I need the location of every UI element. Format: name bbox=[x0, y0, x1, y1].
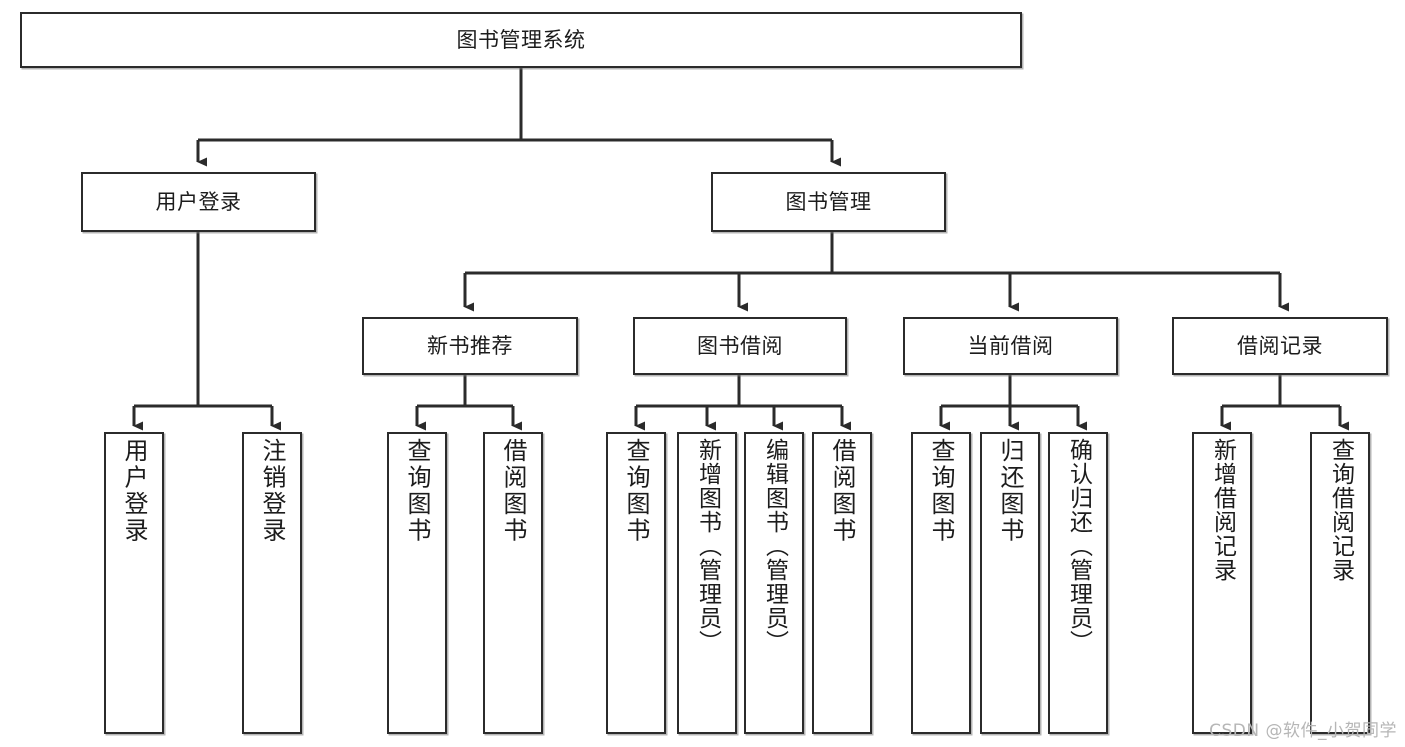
leaf-borrow-record-query[interactable]: 查询借阅记录 bbox=[1310, 432, 1370, 734]
node-new-book-recommend[interactable]: 新书推荐 bbox=[362, 317, 578, 375]
leaf-book-borrow-add-label: 新增图书（管理员） bbox=[694, 438, 721, 654]
leaf-current-borrow-confirm-return-label: 确认归还（管理员） bbox=[1065, 438, 1092, 654]
node-root-system-label: 图书管理系统 bbox=[456, 27, 586, 52]
leaf-user-login-signin[interactable]: 用户登录 bbox=[104, 432, 164, 734]
leaf-new-book-borrow[interactable]: 借阅图书 bbox=[483, 432, 543, 734]
leaf-user-login-signout[interactable]: 注销登录 bbox=[242, 432, 302, 734]
node-current-borrow[interactable]: 当前借阅 bbox=[903, 317, 1118, 375]
leaf-current-borrow-confirm-return[interactable]: 确认归还（管理员） bbox=[1048, 432, 1108, 734]
leaf-new-book-borrow-label: 借阅图书 bbox=[499, 438, 527, 544]
node-user-login-label: 用户登录 bbox=[155, 189, 242, 214]
leaf-current-borrow-return-label: 归还图书 bbox=[996, 438, 1024, 544]
leaf-new-book-query[interactable]: 查询图书 bbox=[387, 432, 447, 734]
leaf-book-borrow-add[interactable]: 新增图书（管理员） bbox=[677, 432, 737, 734]
node-user-login[interactable]: 用户登录 bbox=[81, 172, 316, 232]
node-book-borrow[interactable]: 图书借阅 bbox=[633, 317, 847, 375]
leaf-borrow-record-add[interactable]: 新增借阅记录 bbox=[1192, 432, 1252, 734]
leaf-book-borrow-lend[interactable]: 借阅图书 bbox=[812, 432, 872, 734]
leaf-user-login-signout-label: 注销登录 bbox=[258, 438, 286, 544]
leaf-current-borrow-query-label: 查询图书 bbox=[927, 438, 955, 544]
node-new-book-recommend-label: 新书推荐 bbox=[427, 333, 513, 358]
node-book-management[interactable]: 图书管理 bbox=[711, 172, 946, 232]
leaf-current-borrow-query[interactable]: 查询图书 bbox=[911, 432, 971, 734]
node-current-borrow-label: 当前借阅 bbox=[967, 333, 1054, 358]
leaf-user-login-signin-label: 用户登录 bbox=[120, 438, 148, 544]
leaf-current-borrow-return[interactable]: 归还图书 bbox=[980, 432, 1040, 734]
leaf-borrow-record-add-label: 新增借阅记录 bbox=[1209, 438, 1236, 582]
leaf-book-borrow-edit-label: 编辑图书（管理员） bbox=[761, 438, 788, 654]
node-borrow-record-label: 借阅记录 bbox=[1237, 333, 1323, 358]
leaf-book-borrow-query-label: 查询图书 bbox=[622, 438, 650, 544]
node-book-borrow-label: 图书借阅 bbox=[697, 333, 783, 358]
node-root-system[interactable]: 图书管理系统 bbox=[20, 12, 1022, 68]
leaf-book-borrow-edit[interactable]: 编辑图书（管理员） bbox=[744, 432, 804, 734]
leaf-borrow-record-query-label: 查询借阅记录 bbox=[1327, 438, 1354, 582]
leaf-book-borrow-query[interactable]: 查询图书 bbox=[606, 432, 666, 734]
watermark-text: CSDN @软件_小贺同学 bbox=[1209, 721, 1397, 741]
leaf-book-borrow-lend-label: 借阅图书 bbox=[828, 438, 856, 544]
node-borrow-record[interactable]: 借阅记录 bbox=[1172, 317, 1388, 375]
leaf-new-book-query-label: 查询图书 bbox=[403, 438, 431, 544]
node-book-management-label: 图书管理 bbox=[785, 189, 872, 214]
